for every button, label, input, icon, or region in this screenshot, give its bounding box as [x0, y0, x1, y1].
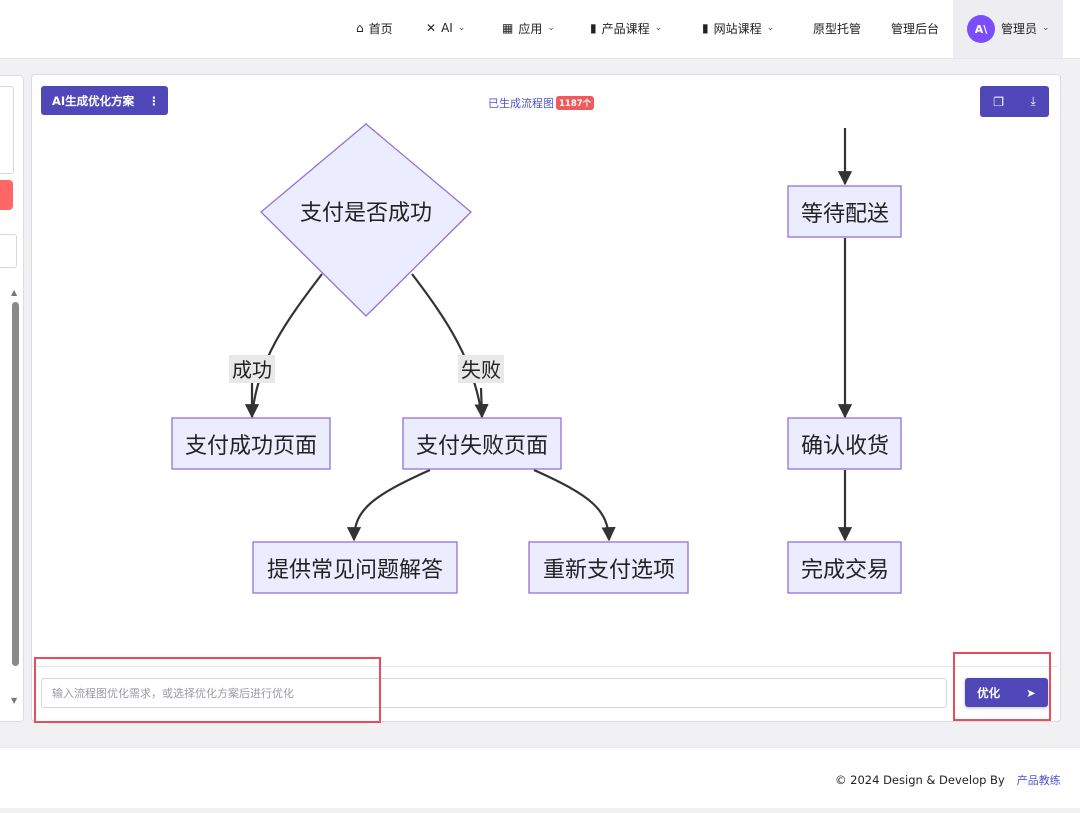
- nav-home[interactable]: ⌂ 首页: [356, 18, 393, 38]
- nav-website-courses-label: 网站课程: [713, 21, 762, 36]
- edge-fail-arrow: [474, 387, 489, 419]
- edge-label-success-bg: [229, 355, 275, 383]
- ai-optimize-plan-label: AI生成优化方案: [52, 93, 135, 108]
- node-complete-label: 完成交易: [801, 558, 889, 583]
- generated-label: 已生成流程图: [488, 97, 554, 110]
- nav-home-label: 首页: [368, 21, 393, 36]
- optimize-button[interactable]: 优化 ➤: [965, 678, 1048, 707]
- optimize-input[interactable]: [41, 678, 947, 708]
- left-input[interactable]: [0, 234, 17, 268]
- edge-label-fail: 失败: [461, 358, 501, 382]
- node-success-page-label: 支付成功页面: [185, 434, 317, 459]
- node-faq-label: 提供常见问题解答: [267, 558, 443, 583]
- nav-ai[interactable]: ✕ AI ⌄: [426, 18, 465, 38]
- left-panel: ▲ ▼: [0, 75, 24, 722]
- node-confirm-receipt[interactable]: [787, 417, 902, 470]
- node-success-page[interactable]: [171, 417, 331, 470]
- nav-ai-label: AI: [441, 21, 453, 35]
- footer-text-wrap: © 2024 Design & Develop By 产品教练: [835, 772, 1061, 788]
- nav-product-courses-label: 产品课程: [601, 21, 650, 36]
- nav-admin-backend-label: 管理后台: [891, 21, 940, 36]
- node-retry[interactable]: [528, 541, 689, 594]
- footer-link[interactable]: 产品教练: [1016, 774, 1061, 787]
- send-icon: ➤: [1026, 685, 1036, 700]
- home-icon: ⌂: [356, 21, 364, 35]
- nav-product-courses[interactable]: ▮ 产品课程 ⌄: [590, 18, 662, 38]
- nav-apps-label: 应用: [518, 21, 543, 36]
- admin-label-wrap[interactable]: 管理员 ⌄: [1001, 18, 1050, 38]
- highlight-box-input: [34, 657, 381, 723]
- node-retry-label: 重新支付选项: [543, 558, 675, 583]
- edge-success: [250, 273, 323, 418]
- node-wait-delivery-label: 等待配送: [801, 202, 889, 227]
- grid-icon: ▦: [502, 21, 514, 35]
- top-navbar: ⌂ 首页 ✕ AI ⌄ ▦ 应用 ⌄ ▮ 产品课程 ⌄ ▮ 网站课程 ⌄ 原型托…: [0, 0, 1080, 59]
- admin-label: 管理员: [1001, 21, 1038, 36]
- book-icon: ▮: [590, 21, 597, 35]
- book-icon: ▮: [702, 21, 709, 35]
- node-confirm-receipt-label: 确认收货: [801, 434, 889, 459]
- nav-prototype-hosting-label: 原型托管: [813, 21, 862, 36]
- ai-optimize-plan-button[interactable]: AI生成优化方案 ⋮: [41, 86, 168, 115]
- chevron-down-icon: ⌄: [1042, 23, 1050, 33]
- scroll-up-icon[interactable]: ▲: [11, 288, 18, 297]
- optimize-button-label: 优化: [977, 685, 1001, 700]
- more-vertical-icon[interactable]: ⋮: [148, 93, 160, 108]
- footer: [0, 747, 1080, 808]
- requirement-textarea[interactable]: [0, 86, 14, 174]
- copy-icon[interactable]: ❐: [993, 94, 1004, 109]
- edge-label-fail-bg: [458, 355, 504, 383]
- download-icon[interactable]: ⤓: [1030, 94, 1036, 108]
- node-faq[interactable]: [252, 541, 458, 594]
- nav-apps[interactable]: ▦ 应用 ⌄: [502, 18, 555, 38]
- nav-prototype-hosting[interactable]: 原型托管: [813, 18, 861, 38]
- node-fail-page[interactable]: [402, 417, 562, 470]
- decision-node-label: 支付是否成功: [300, 201, 432, 226]
- tools-icon: ✕: [426, 21, 437, 35]
- node-wait-delivery[interactable]: [787, 185, 902, 238]
- optimize-bar: [32, 666, 1058, 721]
- node-complete[interactable]: [787, 541, 902, 594]
- scroll-down-icon[interactable]: ▼: [11, 696, 18, 705]
- chevron-down-icon: ⌄: [654, 23, 663, 33]
- export-toolbar: ❐ ⤓: [980, 86, 1049, 117]
- decision-node[interactable]: [260, 123, 472, 317]
- nav-website-courses[interactable]: ▮ 网站课程 ⌄: [702, 18, 774, 38]
- edge-fail: [411, 273, 484, 418]
- highlight-box-button: [953, 652, 1051, 721]
- chevron-down-icon: ⌄: [766, 23, 775, 33]
- chevron-down-icon: ⌄: [547, 23, 555, 33]
- chevron-down-icon: ⌄: [457, 23, 466, 33]
- nav-admin-backend[interactable]: 管理后台: [891, 18, 939, 38]
- flowchart-card: [31, 74, 1061, 722]
- edge-label-success: 成功: [232, 358, 272, 382]
- generate-button[interactable]: [0, 180, 13, 210]
- count-badge: 1187个: [556, 96, 595, 110]
- flowchart-canvas: 成功 失败 支付是否成功 支付成功页面 支付失败页面 提供常见问题解答 重新支付…: [171, 123, 902, 594]
- node-fail-page-label: 支付失败页面: [416, 434, 548, 459]
- edge-fail-retry: [533, 468, 616, 542]
- edge-fail-faq: [346, 468, 431, 542]
- footer-copyright: © 2024 Design & Develop By: [835, 773, 1005, 787]
- avatar[interactable]: A\: [967, 15, 995, 43]
- scrollbar-thumb[interactable]: [12, 302, 19, 666]
